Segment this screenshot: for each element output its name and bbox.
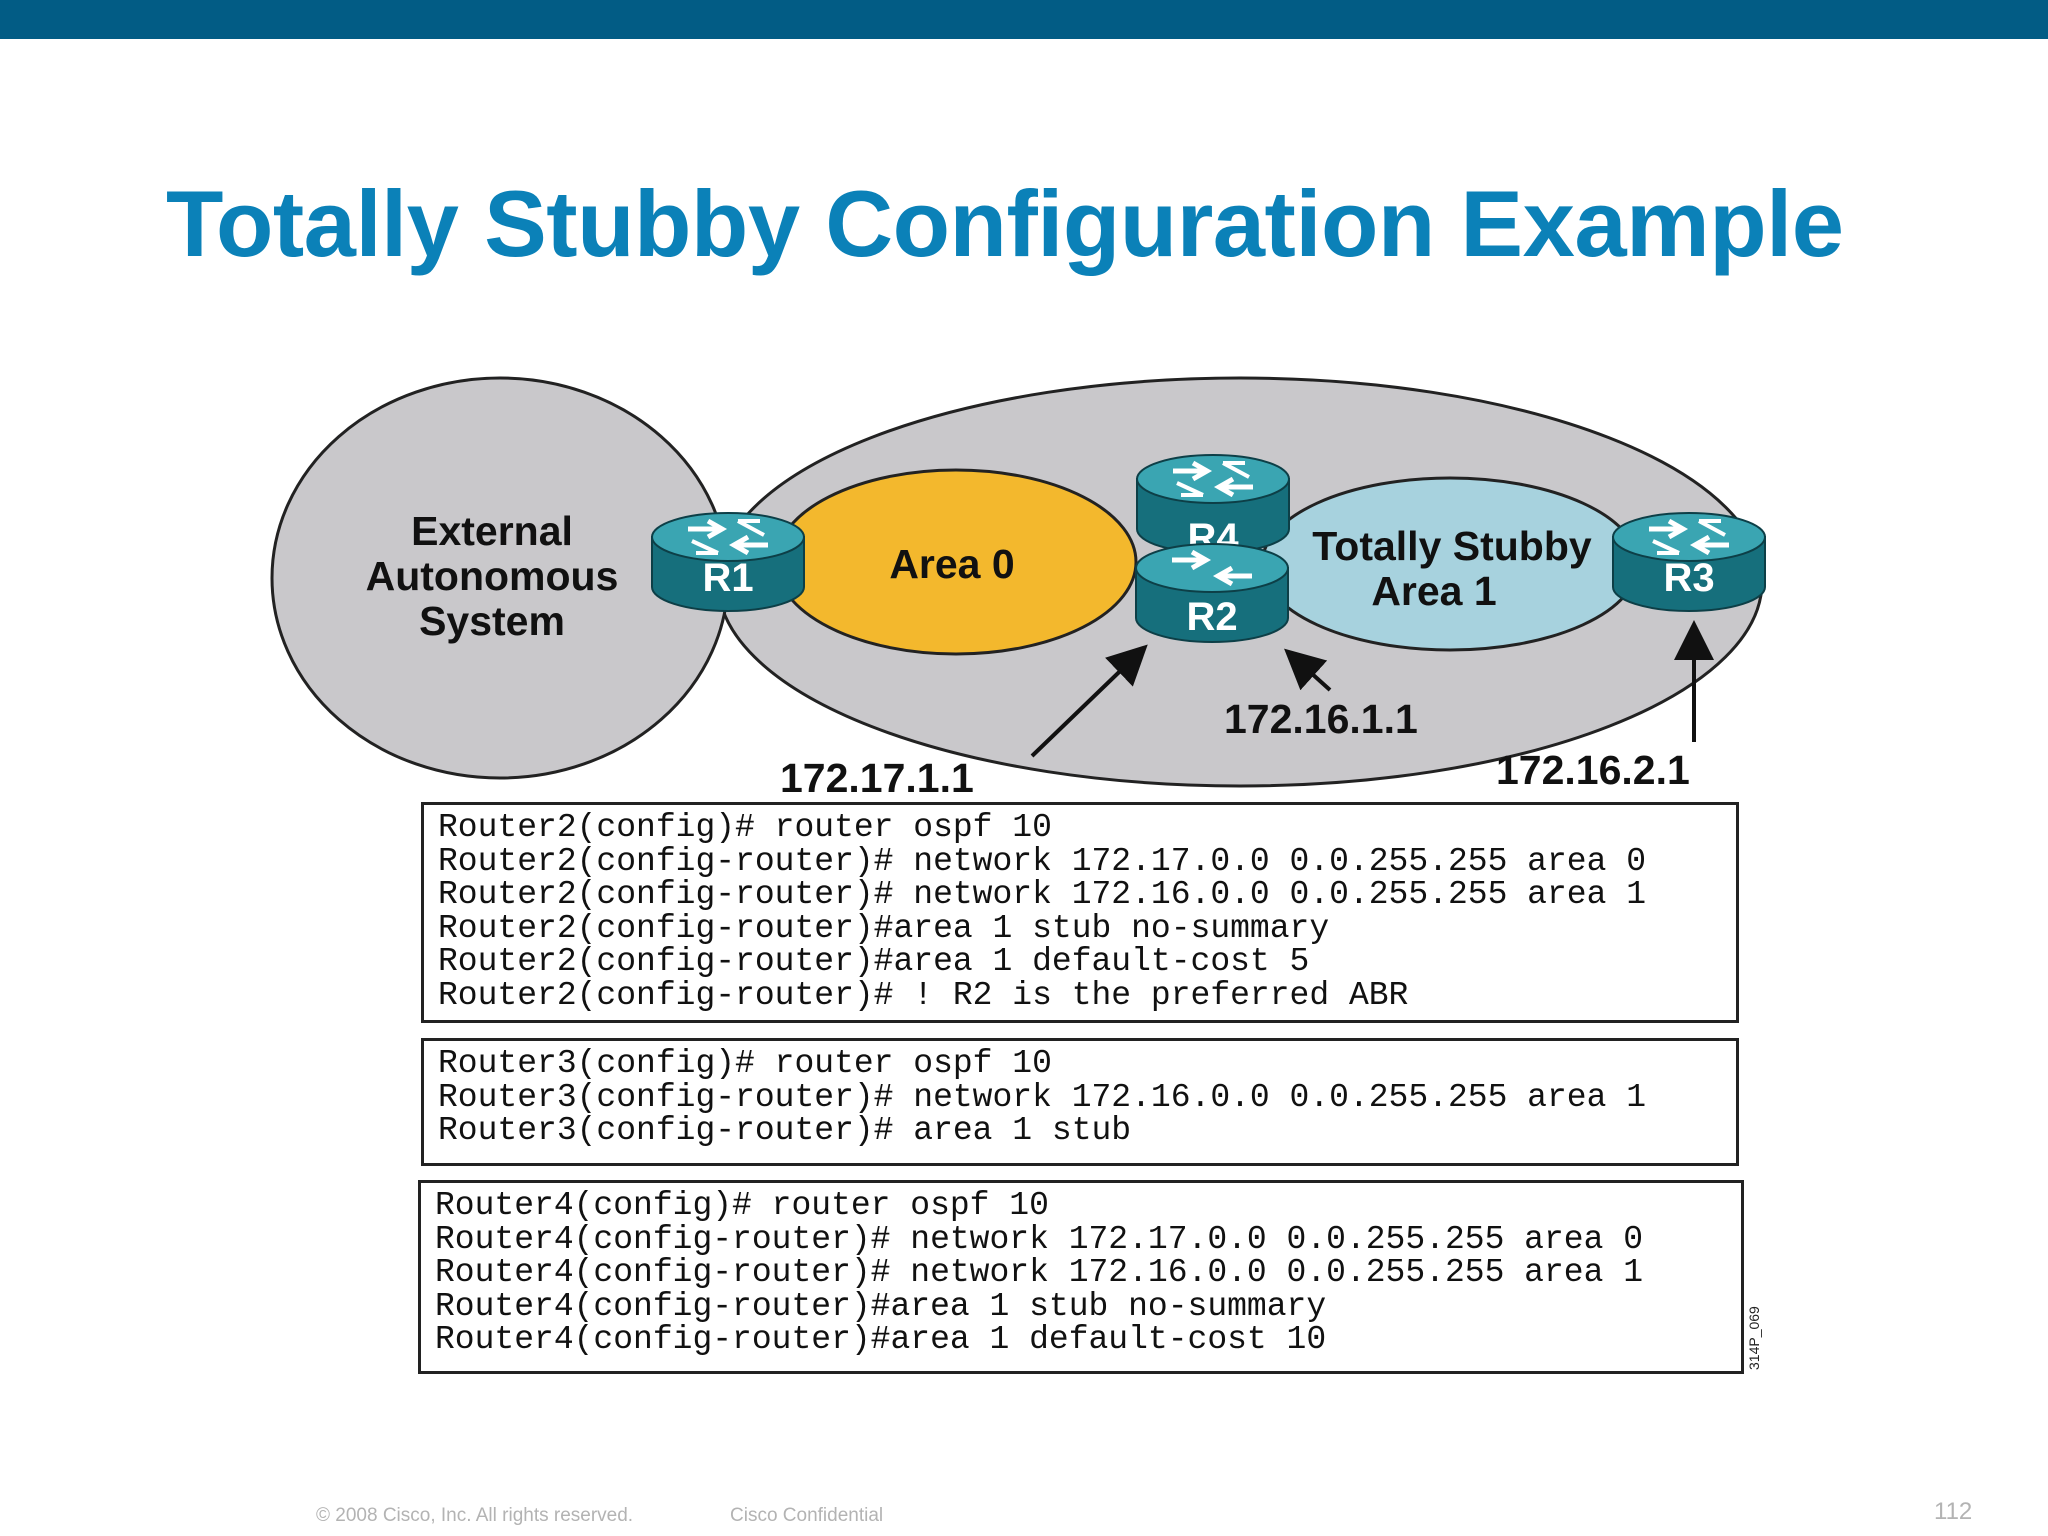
- top-banner: [0, 0, 2048, 39]
- arrow-172-17-1-1: [1030, 644, 1148, 758]
- config-line: Router2(config)# router ospf 10: [438, 809, 1052, 846]
- router-r1-label: R1: [702, 556, 753, 600]
- ip-label-172-16-1-1: 172.16.1.1: [1224, 696, 1418, 742]
- area0-label: Area 0: [889, 541, 1014, 587]
- figure-id: 314P_069: [1746, 1306, 1762, 1370]
- config-line: Router4(config)# router ospf 10: [435, 1187, 1049, 1224]
- config-box-router2: Router2(config)# router ospf 10 Router2(…: [421, 802, 1739, 1023]
- stub-area-label-line1: Totally Stubby: [1312, 523, 1592, 569]
- config-line: Router4(config-router)#area 1 default-co…: [435, 1321, 1327, 1358]
- config-line: Router2(config-router)#area 1 stub no-su…: [438, 909, 1330, 947]
- config-line: Router4(config-router)# network 172.17.0…: [435, 1220, 1643, 1258]
- config-line: Router2(config-router)# ! R2 is the pref…: [438, 976, 1409, 1014]
- config-line: Router3(config-router)# area 1 stub: [438, 1112, 1132, 1149]
- router-r2-icon: R2: [1135, 543, 1289, 643]
- router-r1-icon: R1: [651, 512, 805, 612]
- config-line: Router4(config-router)# network 172.16.0…: [435, 1254, 1643, 1291]
- config-line: Router2(config-router)#area 1 default-co…: [438, 943, 1310, 980]
- config-line: Router4(config-router)#area 1 stub no-su…: [435, 1287, 1327, 1325]
- config-line: Router2(config-router)# network 172.16.0…: [438, 876, 1646, 913]
- page-number: 112: [1934, 1498, 1973, 1525]
- footer-confidential: Cisco Confidential: [730, 1505, 884, 1526]
- config-box-router3: Router3(config)# router ospf 10 Router3(…: [421, 1038, 1739, 1166]
- ip-label-172-17-1-1: 172.17.1.1: [780, 755, 974, 801]
- config-line: Router3(config-router)# network 172.16.0…: [438, 1078, 1646, 1116]
- config-box-router4: Router4(config)# router ospf 10 Router4(…: [418, 1180, 1744, 1374]
- config-line: Router2(config-router)# network 172.17.0…: [438, 842, 1646, 880]
- config-line: Router3(config)# router ospf 10: [438, 1045, 1052, 1082]
- router-r3-icon: R3: [1612, 512, 1766, 612]
- external-as-label-line3: System: [419, 598, 565, 644]
- ip-label-172-16-2-1: 172.16.2.1: [1496, 747, 1690, 793]
- slide-title: Totally Stubby Configuration Example: [166, 171, 1844, 276]
- external-as-label-line2: Autonomous: [366, 553, 619, 599]
- footer-copyright: © 2008 Cisco, Inc. All rights reserved.: [316, 1505, 634, 1526]
- stub-area-label-line2: Area 1: [1371, 568, 1496, 614]
- router-r3-label: R3: [1663, 556, 1714, 600]
- external-as-label-line1: External: [411, 508, 573, 554]
- router-r2-label: R2: [1186, 595, 1237, 639]
- arrow-172-16-1-1: [1284, 648, 1332, 692]
